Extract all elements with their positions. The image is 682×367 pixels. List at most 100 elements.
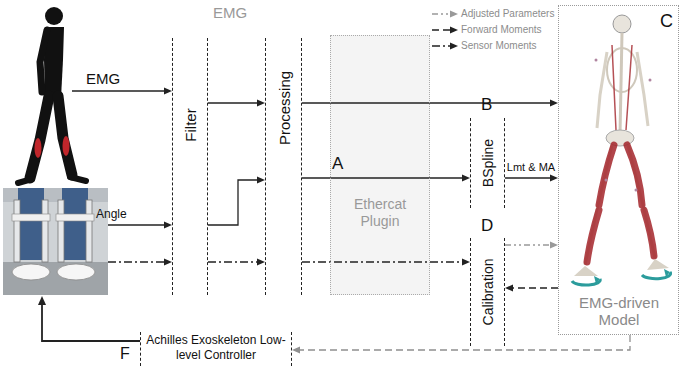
connector (292, 335, 630, 354)
connector (208, 259, 265, 266)
callout-letter: B (481, 96, 492, 113)
connector-line (505, 177, 551, 178)
stage-band: BSpline (470, 118, 505, 208)
arrow-head (257, 100, 265, 107)
edge-label: A (332, 155, 343, 172)
node-text: Processing (276, 71, 291, 145)
connector-line (432, 13, 451, 14)
musculoskeletal-model (664, 269, 670, 277)
connector-line (512, 287, 558, 288)
arrow-head (450, 27, 458, 34)
edge-label: Lmt & MA (507, 162, 555, 173)
arrow-head (550, 242, 558, 249)
walking-person (45, 7, 63, 25)
exoskeleton-photo (57, 264, 95, 280)
exoskeleton-photo (86, 200, 92, 262)
walking-person (18, 7, 86, 183)
walking-person (63, 136, 70, 156)
exoskeleton-photo (12, 264, 50, 280)
signal-wire (164, 222, 172, 229)
walking-person (35, 138, 42, 158)
node-text: Calibration (481, 259, 495, 326)
exoskeleton-photo (3, 188, 108, 295)
musculoskeletal-model (607, 48, 637, 92)
plugin-box: Ethercat Plugin (330, 35, 430, 295)
exoskeleton-photo (62, 188, 88, 260)
connector (505, 242, 558, 249)
signal-wire (42, 304, 140, 341)
connector-line (302, 261, 463, 262)
connector-line (432, 29, 451, 30)
connector (302, 259, 470, 266)
connector-line (299, 335, 630, 350)
arrow-head (257, 177, 265, 184)
exoskeleton-photo (3, 188, 108, 295)
exoskeleton-photo (14, 200, 20, 262)
musculoskeletal-model (635, 189, 638, 192)
signal-wire (38, 88, 172, 342)
connector-line (208, 102, 258, 103)
connector (302, 100, 558, 107)
musculoskeletal-model (595, 59, 598, 62)
node-text: Filter (183, 108, 198, 141)
node-text: Ethercat Plugin (335, 196, 425, 230)
plugin-ground (330, 35, 430, 295)
legend-text: Sensor Moments (461, 41, 537, 51)
connector (302, 175, 470, 182)
node-text: EMG-driven Model (569, 294, 669, 329)
connector (505, 175, 558, 182)
exoskeleton-photo (42, 200, 48, 262)
exoskeleton-photo (56, 214, 94, 221)
stage-band: Processing (265, 38, 302, 295)
musculoskeletal-model (612, 45, 632, 130)
exoskeleton-photo (3, 262, 108, 295)
model-box: EMG-driven Model (558, 5, 679, 335)
connector (208, 177, 265, 226)
connector-line (302, 177, 463, 178)
musculoskeletal-model (613, 15, 631, 33)
arrow-head (505, 285, 513, 292)
signal-wire (72, 90, 166, 91)
connector-line (302, 102, 551, 103)
signal-wire (164, 88, 172, 95)
signal-wire (108, 261, 166, 262)
callout-letter: D (481, 217, 493, 234)
arrow-head (462, 175, 470, 182)
musculoskeletal-model (647, 259, 669, 270)
musculoskeletal-model (574, 266, 598, 276)
musculoskeletal-model (637, 52, 648, 126)
arrow-head (550, 175, 558, 182)
exoskeleton-photo (18, 188, 44, 260)
callout-letter: F (120, 346, 130, 362)
arrow-head (550, 100, 558, 107)
signal-heading: EMG (213, 5, 247, 20)
arrow-head (257, 259, 265, 266)
arrow-head (292, 347, 300, 354)
arrow-head (450, 11, 458, 18)
walking-person (40, 30, 47, 92)
walking-person (58, 96, 72, 175)
node-text: Achilles Exoskeleton Low-level Controlle… (141, 332, 291, 363)
stage-band: Calibration (470, 238, 505, 346)
node-text: BSpline (481, 139, 495, 187)
legend-text: Adjusted Parameters (461, 9, 554, 19)
musculoskeletal-model (594, 276, 600, 284)
legend-sample (432, 27, 458, 34)
legend-sample (432, 43, 458, 50)
signal-name: Angle (96, 208, 127, 220)
legend-text: Forward Moments (461, 25, 542, 35)
connector (505, 285, 558, 292)
arrow-head (450, 43, 458, 50)
musculoskeletal-model (597, 52, 607, 128)
signal-name: EMG (86, 71, 120, 86)
walking-person (18, 179, 32, 183)
connector-line (505, 244, 551, 245)
legend-sample (432, 11, 458, 18)
walking-person (70, 177, 86, 181)
exoskeleton-photo (12, 214, 50, 221)
connector-line (208, 261, 258, 262)
musculoskeletal-model (572, 15, 671, 285)
stage-band: Filter (172, 38, 208, 295)
connector (208, 100, 265, 107)
